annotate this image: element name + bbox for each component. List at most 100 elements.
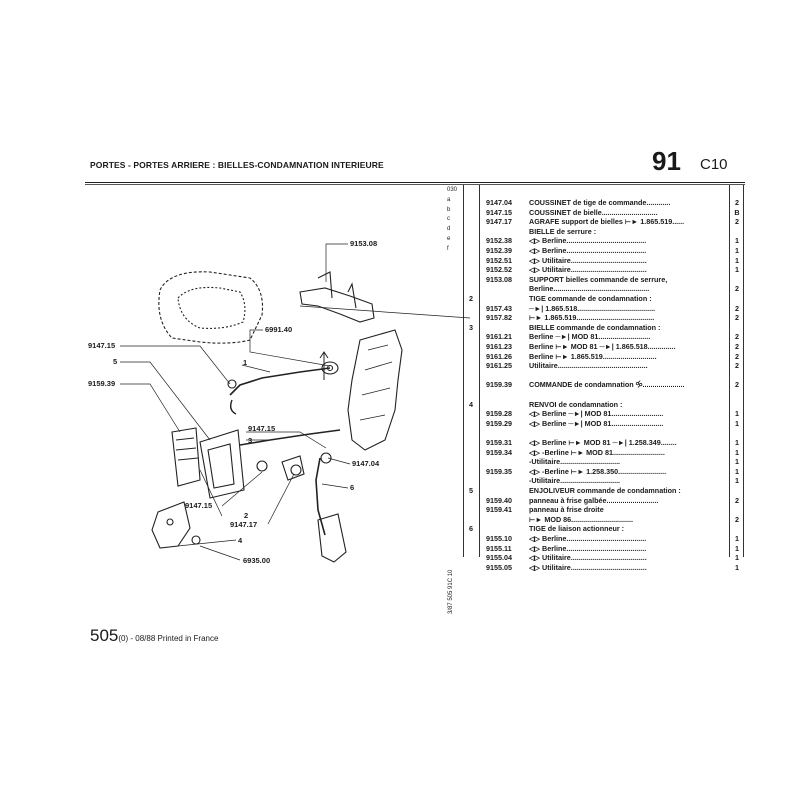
table-row: 9152.38 ◁▷ Berline.......................… (464, 236, 746, 246)
part-description: ◁▷ -Berline ⊢► MOD 81...................… (529, 447, 665, 457)
part-quantity: 2 (735, 303, 739, 313)
part-reference: 9152.52 (486, 265, 512, 275)
part-quantity: 1 (735, 418, 739, 428)
label-9159-39: 9159.39 (88, 379, 116, 388)
part-description: ◁▷ Berline..............................… (529, 236, 647, 246)
label-1: 1 (243, 358, 248, 367)
part-quantity: 1 (735, 236, 739, 246)
trim-panel-shape (199, 429, 245, 499)
part-description: Berline ─►| MOD 81......................… (529, 332, 651, 342)
part-description: Utilitaire..............................… (529, 361, 648, 371)
table-row: 9159.28◁▷ Berline ─►| MOD 81............… (464, 409, 746, 419)
table-row: 9159.34◁▷ -Berline ⊢► MOD 81............… (464, 448, 746, 458)
part-reference: 9161.25 (486, 361, 512, 371)
table-divider-left (463, 185, 464, 557)
part-description: COUSSINET de tige de commande...........… (529, 198, 671, 207)
table-row: 9147.04 COUSSINET de tige de commande....… (464, 198, 746, 208)
leader-9147-17 (267, 473, 295, 525)
label-9147-04: 9147.04 (352, 459, 380, 468)
part-description: ─►| 1.865.518...........................… (529, 303, 656, 313)
margin-code-item: c (447, 216, 450, 223)
actuator-rod-6 (315, 457, 326, 536)
table-row: -Utilitaire.............................… (464, 476, 746, 486)
part-reference: 9152.38 (486, 236, 512, 246)
row-group: 4 (469, 399, 473, 409)
part-reference: 9161.21 (486, 332, 512, 342)
table-row: BIELLE de serrure : (464, 227, 746, 237)
label-6935-00: 6935.00 (243, 556, 271, 565)
part-description: -Utilitaire.............................… (529, 457, 621, 467)
row-group: 5 (469, 486, 473, 495)
part-quantity: 1 (735, 543, 739, 553)
label-3: 3 (248, 436, 253, 445)
header-rule-secondary (85, 184, 745, 185)
table-row: 4 RENVOI de condamnation : (464, 400, 746, 410)
row-group: 6 (469, 524, 473, 534)
part-reference: 9159.31 (486, 438, 512, 447)
page-title: PORTES - PORTES ARRIERE : BIELLES-CONDAM… (90, 160, 384, 170)
part-reference: 9159.28 (486, 409, 512, 419)
part-reference: 9159.41 (486, 505, 512, 515)
part-description: ◁▷ Berline ⊢► MOD 81 ─►| 1.258.349......… (529, 438, 677, 447)
leader-6 (321, 483, 349, 489)
part-quantity: 2 (735, 217, 739, 227)
table-row: 9157.82⊢► 1.865.519.....................… (464, 313, 746, 323)
part-description: Berline ⊢► 1.865.519....................… (529, 351, 657, 361)
table-row: 9155.05◁▷ Utilitaire....................… (464, 563, 746, 573)
control-knob-shape (171, 427, 201, 487)
part-description: ◁▷ Berline..............................… (529, 543, 647, 553)
table-row: 9161.26 Berline ⊢► 1.865.519.............… (464, 352, 746, 362)
table-row: 9152.51◁▷ Utilitaire....................… (464, 256, 746, 266)
part-reference: 9147.04 (486, 198, 512, 207)
margin-code-item: 030 (447, 187, 458, 193)
part-description: ENJOLIVEUR commande de condamnation : (529, 486, 681, 495)
part-reference: 9147.17 (486, 217, 512, 227)
part-quantity: 1 (735, 562, 739, 572)
part-reference: 9152.39 (486, 246, 512, 255)
table-row: 9159.35◁▷ -Berline ⊢► 1.258.350.........… (464, 467, 746, 477)
part-reference: 9157.43 (486, 303, 512, 313)
support-bracket-shape (299, 287, 375, 323)
part-quantity: 2 (735, 342, 739, 351)
part-description: ⊢► MOD 86............................... (529, 514, 634, 524)
margin-code-item: e (447, 235, 451, 242)
part-description: TIGE de liaison actionneur : (529, 524, 625, 534)
part-quantity: 1 (735, 265, 739, 275)
label-9147-15-a: 9147.15 (88, 341, 116, 350)
leader-2 (199, 469, 223, 517)
part-quantity: 1 (735, 457, 739, 467)
part-description: COMMANDE de condamnation 🝰..............… (529, 380, 685, 390)
part-reference: 9159.29 (486, 418, 512, 428)
table-row: 9159.31 ◁▷ Berline ⊢► MOD 81 ─►| 1.258.34… (464, 438, 746, 448)
part-quantity: 2 (735, 380, 739, 390)
part-description: ◁▷ Berline ─►| MOD 81...................… (529, 418, 664, 428)
part-reference: 9159.40 (486, 495, 512, 505)
leader-4 (177, 539, 237, 547)
part-quantity: 1 (735, 438, 739, 447)
margin-code-item: f (447, 245, 449, 252)
leader-6991-40 (249, 329, 331, 367)
part-description: ◁▷ Utilitaire...........................… (529, 255, 647, 265)
leader-5 (120, 361, 211, 441)
table-row: Berline.................................… (464, 284, 746, 294)
actuator-shape (317, 513, 347, 563)
lock-mechanism-shape (347, 329, 403, 451)
part-description: Berline ⊢► MOD 81 ─►| 1.865.518.........… (529, 342, 676, 351)
part-description: ◁▷ Berline..............................… (529, 534, 647, 543)
part-quantity: 1 (735, 466, 739, 476)
table-row: 9161.25 Utilitaire.......................… (464, 361, 746, 371)
part-description: ◁▷ Berline..............................… (529, 246, 647, 255)
part-reference: 9161.26 (486, 351, 512, 361)
part-reference: 9159.39 (486, 380, 512, 390)
part-reference: 9155.11 (486, 543, 512, 553)
part-description: RENVOI de condamnation : (529, 399, 623, 409)
label-5: 5 (113, 357, 118, 366)
part-quantity: 2 (735, 351, 739, 361)
part-reference: 9155.10 (486, 534, 512, 543)
